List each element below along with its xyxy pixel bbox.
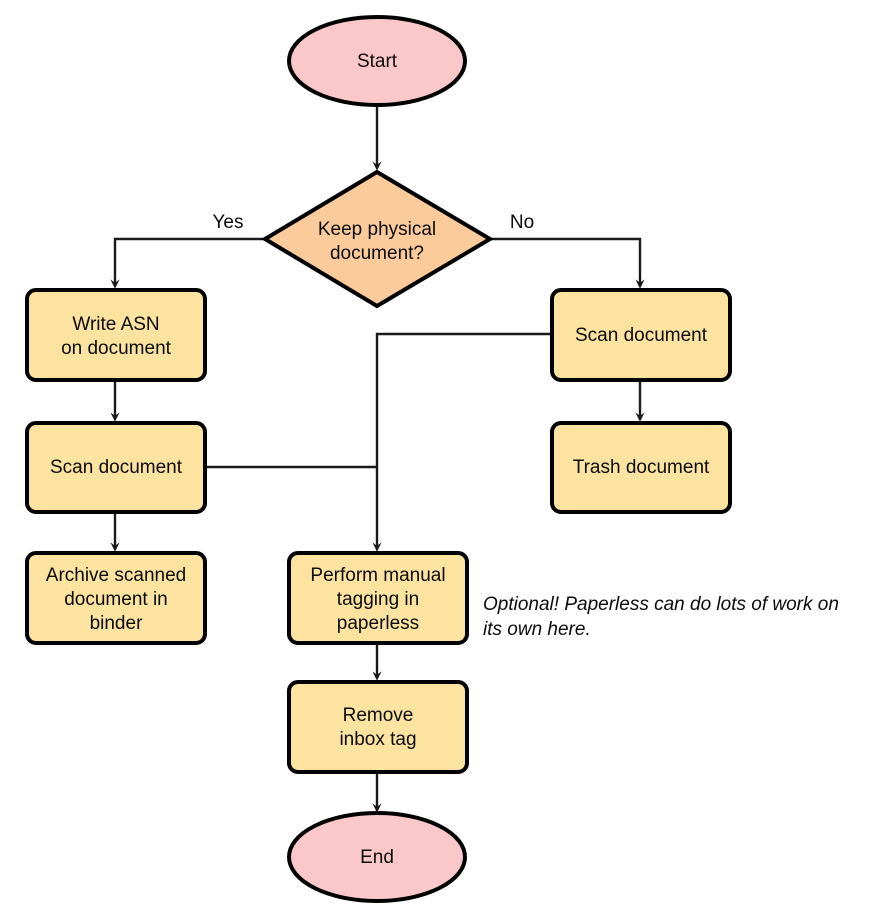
node-decision-label-line2: document? [330,243,424,264]
node-scan-document-right[interactable]: Scan document [550,288,732,382]
node-manual-tagging-label-line2: tagging in [337,589,419,610]
node-start[interactable]: Start [287,15,467,107]
annotation-optional-note: Optional! Paperless can do lots of work … [483,594,839,640]
annotation-optional-note-line2: its own here. [483,619,591,640]
node-perform-manual-tagging[interactable]: Perform manual tagging in paperless [287,551,469,645]
node-archive-label-line1: Archive scanned [46,565,186,586]
edge-decision-yes-to-write-asn [110,237,265,289]
edge-label-no: No [510,212,534,233]
node-remove-inbox-tag-label-line2: inbox tag [339,729,416,750]
node-trash-document[interactable]: Trash document [550,421,732,514]
annotation-optional-note-line1: Optional! Paperless can do lots of work … [483,594,839,615]
node-archive-label-line3: binder [90,613,143,634]
node-start-label: Start [357,51,398,72]
node-archive-scanned-document[interactable]: Archive scanned document in binder [25,551,207,645]
node-scan-document-left[interactable]: Scan document [25,421,207,514]
edge-label-yes: Yes [213,212,244,233]
node-write-asn-label-line2: on document [61,338,172,359]
node-remove-inbox-tag[interactable]: Remove inbox tag [287,680,469,774]
node-scan-document-right-label: Scan document [575,325,708,346]
node-manual-tagging-label-line3: paperless [337,613,419,634]
connector-layer [110,105,645,813]
node-archive-label-line2: document in [64,589,168,610]
node-scan-document-left-label: Scan document [50,457,183,478]
node-decision-keep-physical-document[interactable]: Keep physical document? [261,169,494,309]
node-end[interactable]: End [287,811,467,903]
node-write-asn-label-line1: Write ASN [72,314,159,335]
node-write-asn[interactable]: Write ASN on document [25,288,207,382]
edge-decision-no-to-scan-right [490,237,645,289]
node-end-label: End [360,847,394,868]
node-decision-label-line1: Keep physical [318,219,436,240]
node-manual-tagging-label-line1: Perform manual [310,565,445,586]
node-remove-inbox-tag-label-line1: Remove [343,705,414,726]
edge-scan-right-to-manual-tagging [372,332,552,552]
node-trash-document-label: Trash document [573,457,710,478]
